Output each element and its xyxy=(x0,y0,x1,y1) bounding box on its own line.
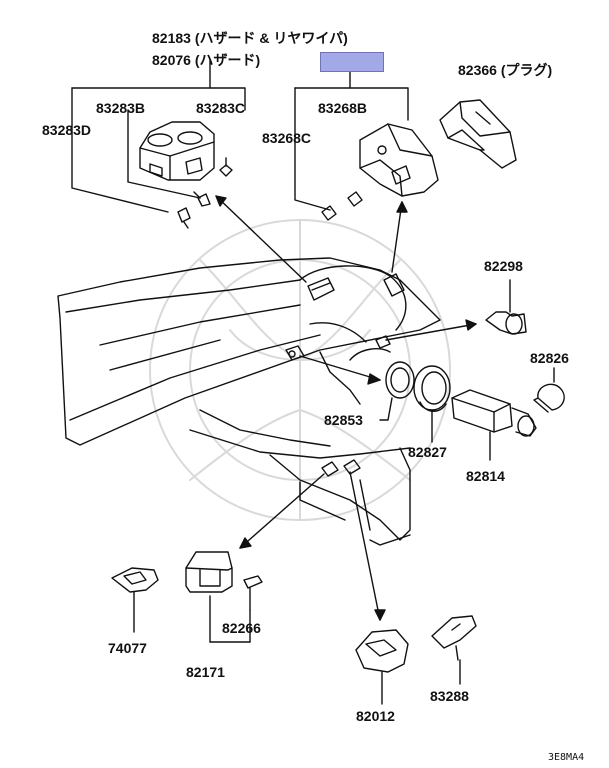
highlight-box xyxy=(320,52,384,72)
bracket-83283 xyxy=(71,59,246,213)
label-82171: 82171 xyxy=(186,664,225,680)
part-83288 xyxy=(431,615,477,685)
screw-83268C xyxy=(321,205,337,221)
label-83283B: 83283B xyxy=(96,100,146,116)
label-74077: 74077 xyxy=(108,640,147,656)
label-82076: 82076 (ハザード) xyxy=(152,52,261,68)
hazard-switch-assembly xyxy=(139,121,215,181)
label-83268B: 83268B xyxy=(318,100,368,116)
dash-ignition-small xyxy=(285,345,305,361)
label-82298: 82298 xyxy=(484,258,523,274)
label-82012: 82012 xyxy=(356,708,395,724)
label-83283D: 83283D xyxy=(42,122,92,138)
part-82814 xyxy=(451,389,537,461)
screw-83283D xyxy=(177,207,191,229)
label-82366: 82366 (プラグ) xyxy=(458,62,553,78)
screw-83283C xyxy=(219,157,233,177)
part-82171 xyxy=(185,551,251,643)
label-83268C: 83268C xyxy=(262,130,312,146)
wiper-switch-assembly xyxy=(347,123,439,207)
label-82183: 82183 (ハザード & リヤワイパ) xyxy=(152,30,348,46)
plug-82366 xyxy=(439,99,517,169)
part-82827 xyxy=(413,365,451,443)
part-82266 xyxy=(243,575,263,611)
screw-83283B xyxy=(193,191,211,207)
dash-lower-parts xyxy=(321,459,361,477)
dashboard-outline xyxy=(57,257,441,546)
part-74077 xyxy=(111,567,159,633)
dash-connector-mid xyxy=(375,335,391,349)
dash-switch-left xyxy=(307,277,335,301)
part-82012 xyxy=(355,629,409,705)
diagram-code: 3E8MA4 xyxy=(548,752,585,763)
label-83288: 83288 xyxy=(430,688,469,704)
label-82814: 82814 xyxy=(466,468,505,484)
part-82298 xyxy=(485,279,527,335)
label-82827: 82827 xyxy=(408,444,447,460)
label-82826: 82826 xyxy=(530,350,569,366)
label-82266: 82266 xyxy=(222,620,261,636)
bracket-83268 xyxy=(294,71,409,211)
dash-switch-right xyxy=(383,273,405,297)
label-83283C: 83283C xyxy=(196,100,246,116)
part-82826 xyxy=(533,367,565,413)
label-82853: 82853 xyxy=(324,412,363,428)
part-82853 xyxy=(379,361,415,421)
arrows xyxy=(215,195,477,621)
